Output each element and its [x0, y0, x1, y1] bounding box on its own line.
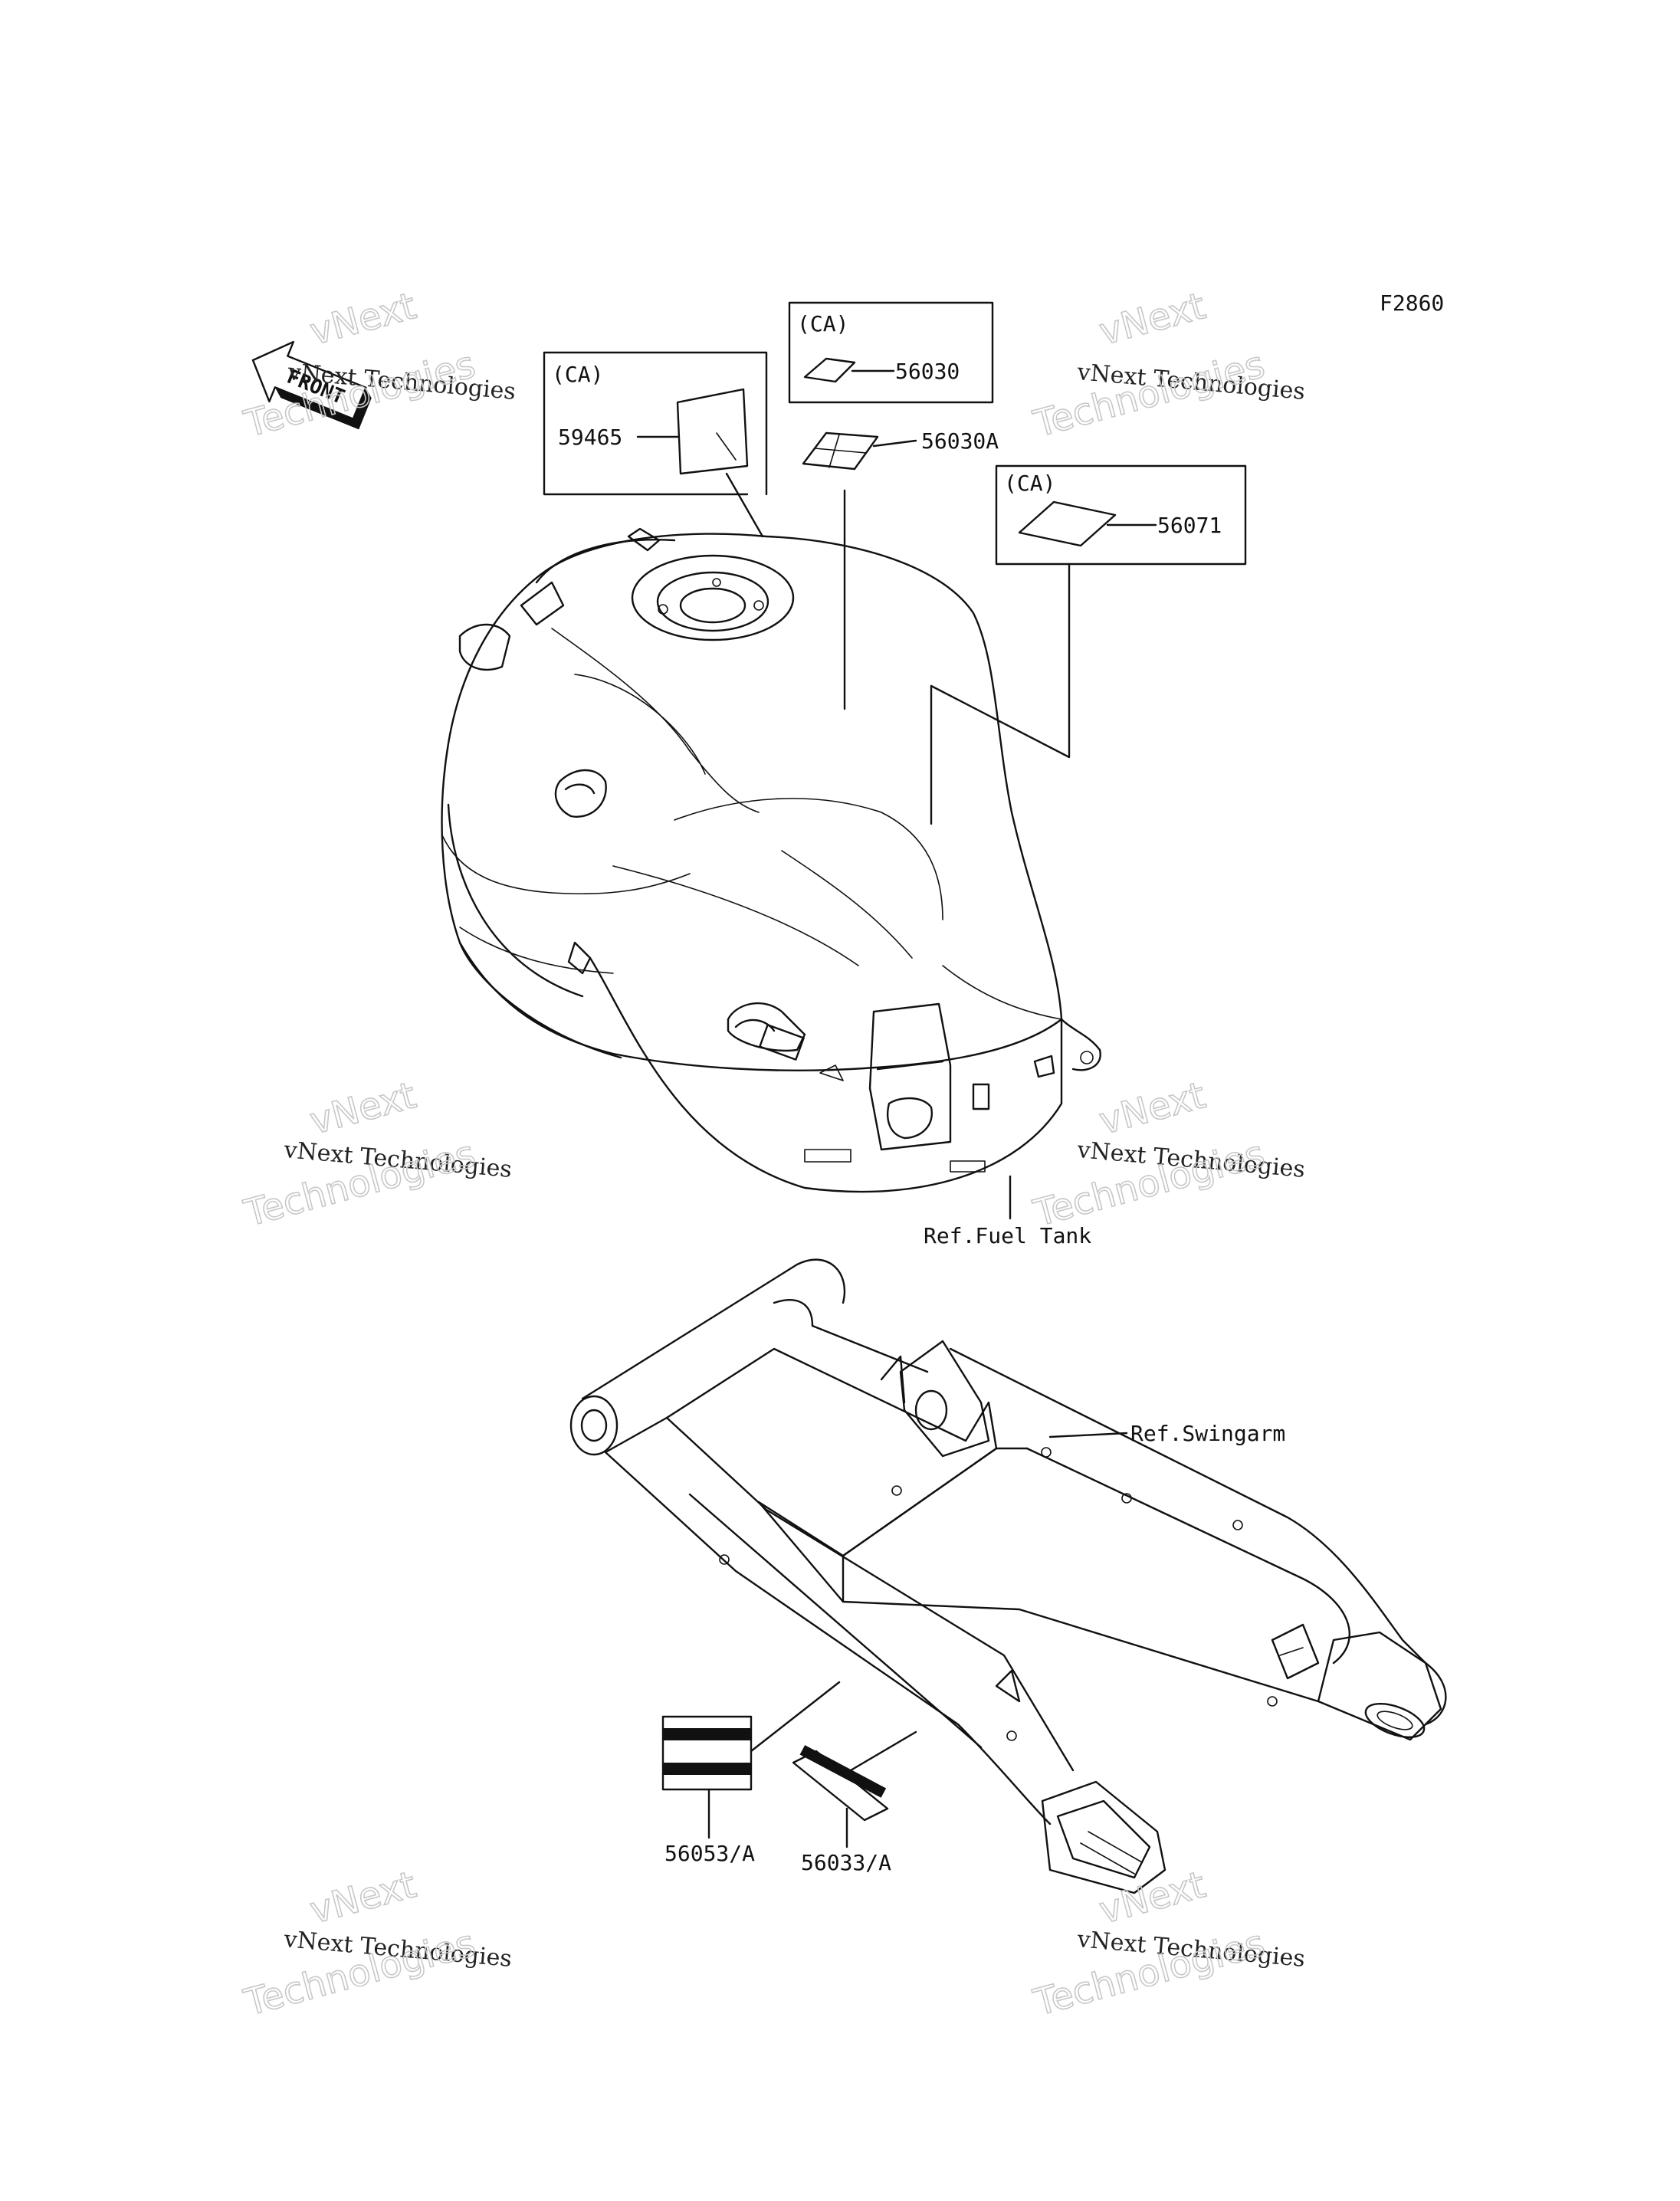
- part-number-56030: 56030: [895, 359, 960, 384]
- ref-swingarm: Ref.Swingarm: [1130, 1421, 1285, 1446]
- part-56030A: 56030A: [802, 428, 999, 710]
- svg-text:(CA): (CA): [1004, 471, 1055, 496]
- svg-text:vNext: vNext: [1095, 1074, 1210, 1143]
- watermark-middle-left: vNext vNext Technologies Technologies: [239, 1073, 513, 1235]
- part-number-56033: 56033/A: [801, 1850, 891, 1875]
- decal-56053: [661, 1681, 841, 1839]
- watermark-bottom-right: vNext vNext Technologies Technologies: [1029, 1862, 1306, 2025]
- svg-text:vNext: vNext: [306, 1863, 421, 1932]
- callout-box-56071: (CA) 56071: [930, 464, 1247, 825]
- part-number-56071: 56071: [1157, 513, 1222, 538]
- svg-text:(CA): (CA): [552, 362, 603, 387]
- fuel-tank-illustration: [441, 527, 1101, 1220]
- ref-fuel-tank: Ref.Fuel Tank: [924, 1223, 1091, 1248]
- watermark-top-right: vNext vNext Technologies Technologies: [1029, 284, 1306, 446]
- part-number-56053: 56053/A: [664, 1841, 755, 1866]
- callout-box-56030: (CA) 56030: [788, 301, 994, 404]
- watermark-bottom-left: vNext vNext Technologies Technologies: [239, 1862, 513, 2025]
- part-number-59465: 59465: [558, 425, 622, 450]
- svg-text:56030A: 56030A: [921, 428, 999, 454]
- watermark-top-left: vNext vNext Technologies Technologies: [239, 284, 517, 446]
- svg-text:vNext: vNext: [1095, 1863, 1210, 1932]
- swingarm-illustration: [569, 1258, 1447, 1894]
- svg-text:(CA): (CA): [797, 311, 848, 336]
- watermark-middle-right: vNext vNext Technologies Technologies: [1029, 1073, 1306, 1235]
- callout-box-59465: (CA) 59465: [543, 351, 768, 538]
- svg-text:vNext: vNext: [306, 1074, 421, 1143]
- decal-56033: [792, 1730, 917, 1848]
- figure-code: F2860: [1380, 290, 1444, 316]
- svg-text:vNext: vNext: [306, 284, 421, 353]
- svg-text:vNext: vNext: [1095, 284, 1210, 353]
